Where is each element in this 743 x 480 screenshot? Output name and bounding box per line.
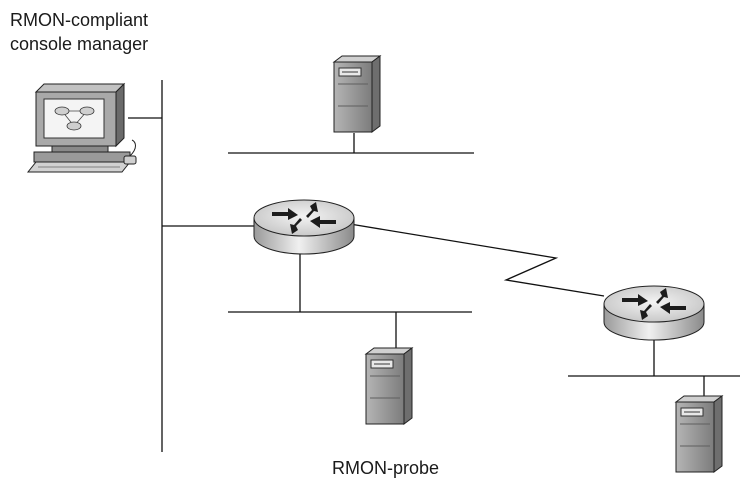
right-server-icon: [675, 395, 723, 473]
console-manager-label-line1: RMON-compliant: [10, 10, 149, 30]
wan-serial-link: [349, 223, 605, 297]
workstation-icon: [26, 82, 137, 173]
console-manager-label-line2: console manager: [10, 34, 149, 54]
router-icon-left: [253, 199, 355, 255]
rmon-probe-label: RMON-probe: [332, 458, 440, 478]
network-links: [128, 80, 740, 452]
router-icon-right: [603, 285, 705, 341]
console-manager-label: RMON-compliant console manager: [10, 8, 148, 56]
top-server-icon: [333, 55, 381, 133]
probe-server-icon: [365, 347, 413, 425]
